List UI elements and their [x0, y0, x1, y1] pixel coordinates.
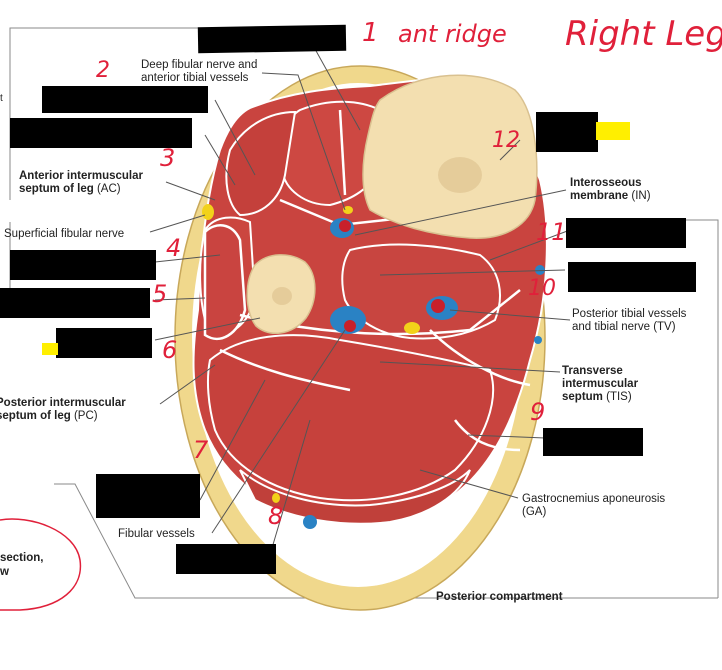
label-posterior-tibial: Posterior tibial vessels and tibial nerv…	[572, 308, 687, 333]
handwritten-number-5: 5	[152, 280, 168, 308]
highlight-yellow-1	[42, 343, 58, 355]
redaction-4	[10, 250, 156, 280]
handwritten-number-1: 1	[362, 18, 379, 48]
label-deep-fibular: Deep fibular nerve and anterior tibial v…	[141, 59, 258, 84]
label-cut-t: t	[0, 93, 3, 104]
redaction-5	[0, 288, 150, 318]
fibular-vein	[330, 306, 366, 334]
fibula-marrow	[272, 287, 292, 305]
label-posterior-septum: Posterior intermuscular septum of leg (P…	[0, 397, 126, 422]
redaction-8	[176, 544, 276, 574]
handwritten-number-7: 7	[193, 436, 209, 464]
label-interosseous: Interosseous membrane (IN)	[570, 177, 651, 202]
handwritten-ant-ridge: ant ridge	[398, 20, 507, 48]
handwritten-number-12: 12	[492, 128, 520, 153]
redaction-3	[10, 118, 192, 148]
label-transverse-septum: Transverse intermuscular septum (TIS)	[562, 365, 639, 403]
handwritten-number-9: 9	[530, 398, 546, 426]
handwritten-number-6: 6	[162, 336, 178, 364]
label-posterior-compartment: Posterior compartment	[436, 591, 563, 603]
tibialis-posterior	[341, 243, 501, 340]
handwritten-number-8: 8	[268, 502, 284, 530]
label-gastrocnemius-aponeurosis: Gastrocnemius aponeurosis (GA)	[522, 493, 666, 518]
tibial-nerve	[404, 322, 420, 334]
redaction-10	[566, 218, 686, 248]
handwritten-number-2: 2	[96, 58, 110, 83]
tibia-marrow	[438, 157, 482, 193]
highlight-yellow-2	[596, 122, 630, 140]
small-saphenous-vein	[303, 515, 317, 529]
soleus	[206, 334, 495, 502]
handwritten-right-leg: Right Leg	[565, 14, 722, 54]
vessels	[202, 204, 545, 529]
posterior-tibial-artery	[431, 299, 445, 313]
handwritten-number-10: 10	[528, 276, 556, 301]
annotation-circle	[0, 518, 82, 611]
fibular-artery	[344, 320, 356, 332]
sural-nerve	[272, 493, 280, 503]
label-cut-w: w	[0, 566, 9, 578]
label-cut-section: section,	[0, 552, 44, 564]
handwritten-number-11: 11	[536, 218, 567, 246]
perforator-vein	[534, 336, 542, 344]
great-saphenous-vein	[535, 265, 545, 275]
extensor-hallucis	[225, 110, 297, 217]
handwritten-number-3: 3	[160, 144, 176, 172]
label-anterior-septum: Anterior intermuscular septum of leg (AC…	[19, 170, 143, 195]
superficial-fibular-nerve-mark	[202, 204, 214, 220]
tibia-bone	[362, 74, 538, 239]
redaction-6	[56, 328, 152, 358]
leader-lines	[149, 39, 571, 549]
redaction-1	[197, 24, 347, 54]
redaction-12	[536, 112, 598, 152]
label-fibular-vessels: Fibular vessels	[118, 528, 195, 540]
label-superficial-fibular: Superficial fibular nerve	[4, 228, 125, 240]
deep-fibular-nerve	[343, 206, 353, 214]
redaction-11	[568, 262, 696, 292]
redaction-7	[96, 474, 200, 518]
redaction-2	[42, 86, 208, 113]
gastrocnemius	[239, 469, 471, 525]
handwritten-number-4: 4	[166, 234, 182, 262]
fibularis-longus	[203, 224, 247, 341]
anterior-tibial-artery	[339, 220, 351, 232]
redaction-9	[543, 428, 643, 456]
